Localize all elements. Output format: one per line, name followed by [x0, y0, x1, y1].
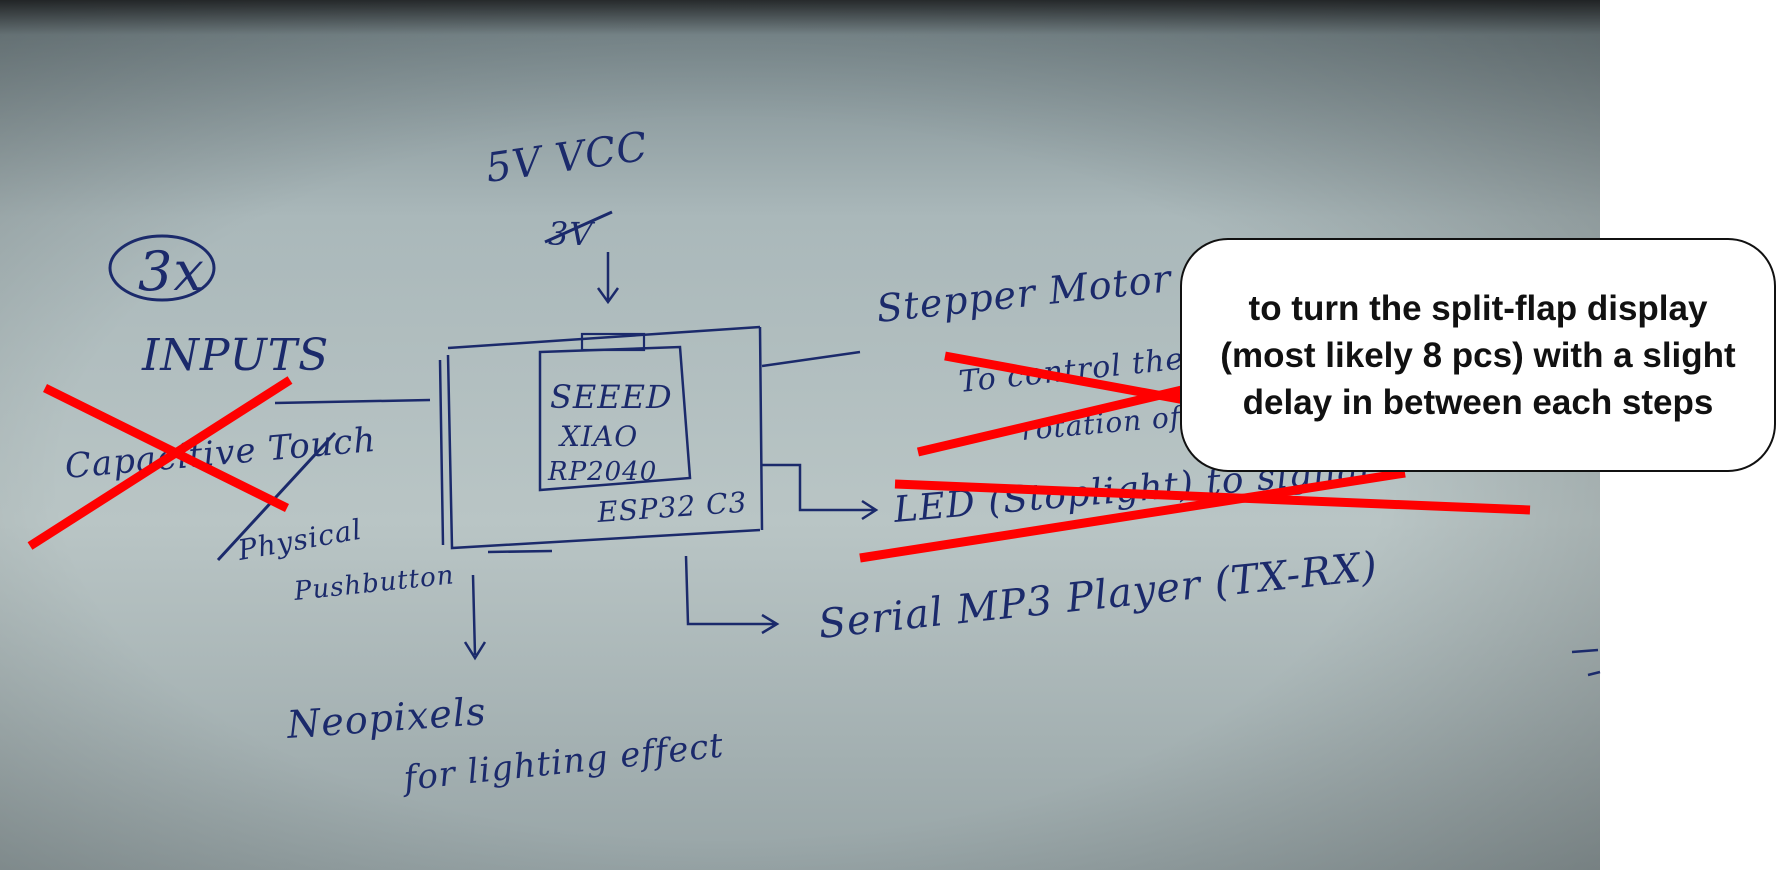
count-circle: [108, 234, 216, 302]
neopixel-arrow: [463, 574, 487, 661]
main-board-outline: [438, 325, 764, 550]
edge-mark: [1571, 648, 1601, 677]
inputs-count-label: 3x: [138, 240, 205, 303]
strike-inputs-a: [43, 383, 289, 513]
strike-led-b: [859, 468, 1406, 563]
led-arrow: [762, 463, 879, 521]
annotation-callout-text: to turn the split-flap display (most lik…: [1220, 288, 1736, 422]
annotation-callout: to turn the split-flap display (most lik…: [1180, 238, 1776, 472]
inputs-label: INPUTS: [141, 330, 329, 381]
mcu-label-line3: RP2040: [547, 457, 657, 487]
power-crossed-label: 3V: [548, 215, 595, 253]
power-arrow: [596, 252, 620, 305]
strike-inputs-b: [27, 376, 293, 550]
stepper-connection-line: [761, 350, 861, 368]
mp3-arrow: [684, 555, 780, 635]
mcu-label-line1: SEEED: [550, 378, 673, 416]
input-connection-line: [274, 398, 431, 405]
board-bottom-mark: [487, 549, 553, 554]
mcu-module-outline: [538, 345, 692, 492]
mcu-usb-connector: [580, 332, 646, 352]
strike-led-a: [894, 479, 1531, 515]
input-separator-stroke: [216, 431, 337, 562]
power-crossout-stroke: [544, 210, 613, 244]
mcu-label-line2: XIAO: [558, 420, 638, 453]
